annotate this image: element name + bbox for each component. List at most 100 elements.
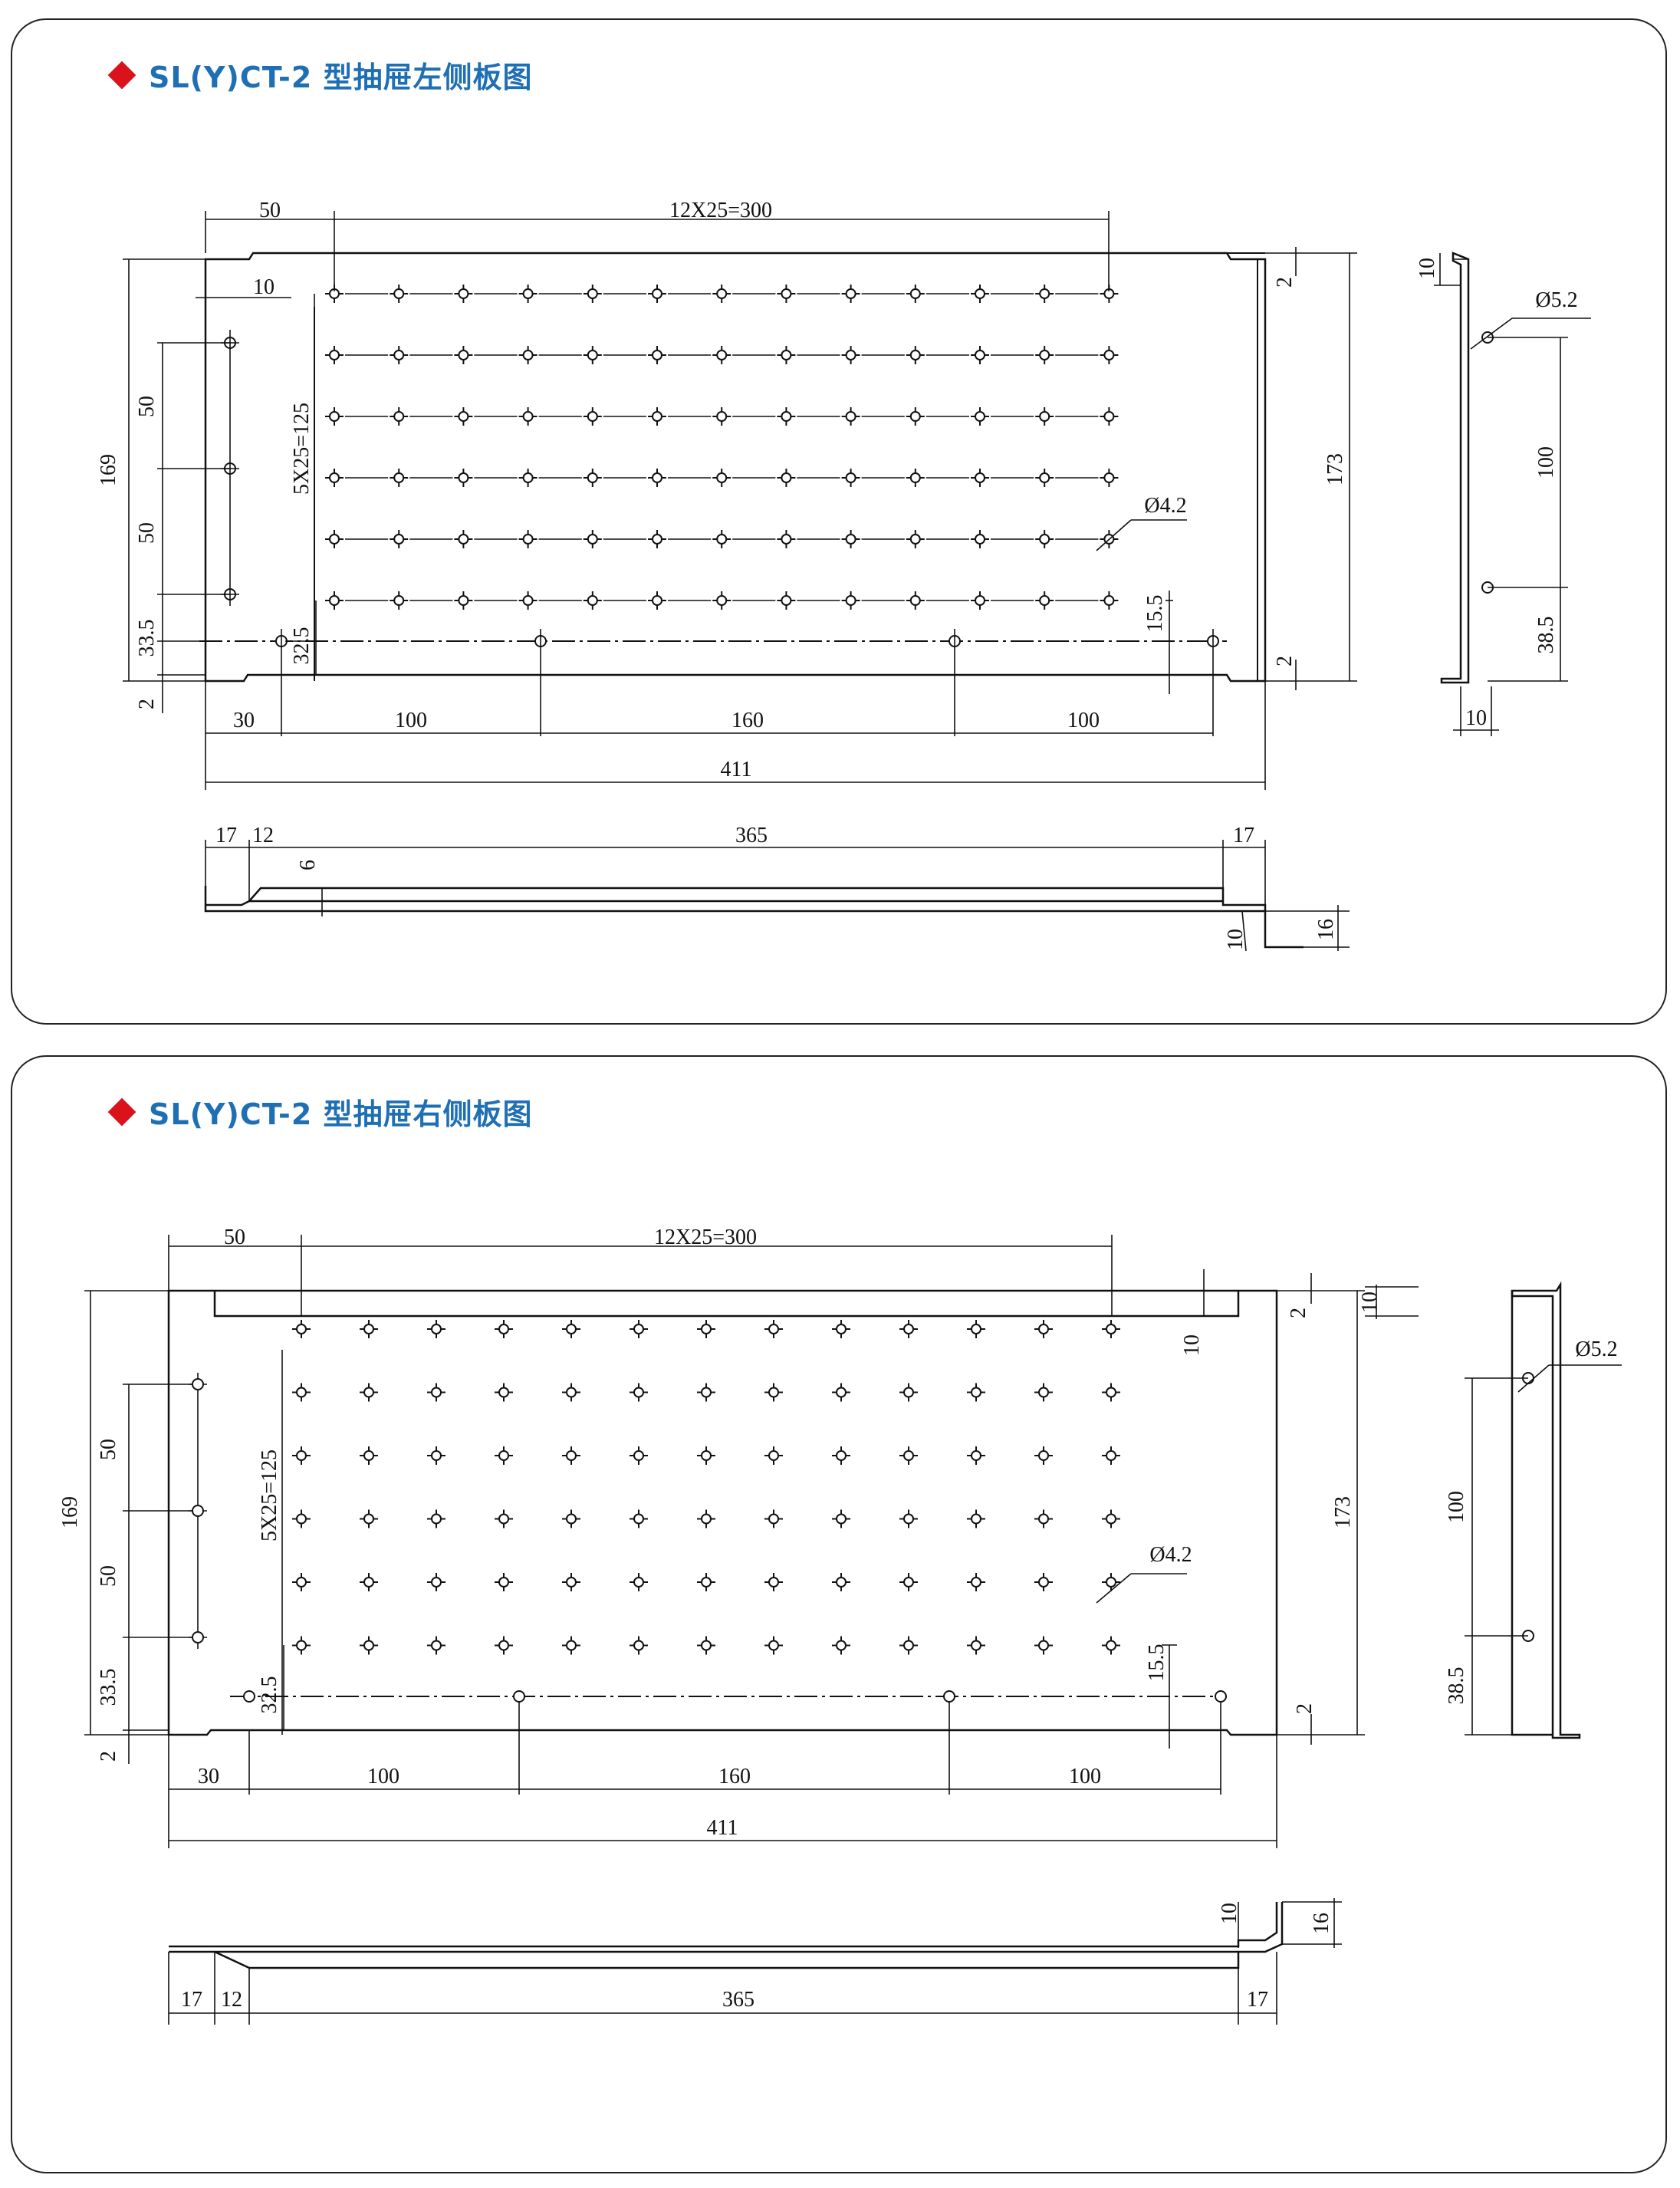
dim-b100b: 100 [1067,709,1100,732]
hole [587,472,598,483]
hole [652,472,662,483]
hole [701,1577,712,1588]
hole [975,288,985,299]
dim-b100a: 100 [367,1765,399,1788]
dim-v50b: 50 [97,1565,120,1587]
dim-p17a: 17 [181,1988,202,2012]
hole [363,1577,374,1588]
side-profile [1511,1281,1581,1739]
dim-h169: 169 [58,1496,82,1528]
hole [363,1324,374,1334]
hole [781,288,792,299]
hole [903,1640,914,1651]
hole [845,472,856,483]
hole [716,411,728,422]
hole [1039,288,1050,299]
hole [431,1513,442,1525]
hole [845,350,856,360]
dim-v32: 32.5 [258,1676,281,1714]
dim-h169: 169 [97,454,120,486]
hole [431,1387,442,1398]
hole [1103,472,1115,483]
dim-r2a: 2 [1287,1308,1310,1318]
hole [393,411,405,422]
dim-p12: 12 [221,1988,242,2012]
dim-r173: 173 [1323,453,1347,485]
dim-v50a: 50 [135,396,159,417]
hole [652,534,662,545]
hole [701,1387,712,1398]
dim-v50b: 50 [135,522,159,544]
hole [1039,595,1050,606]
dim-r10b: 10 [1180,1334,1204,1356]
dim-s10: 10 [1415,258,1439,279]
hole [522,534,534,545]
hole [975,350,985,360]
plan-profile [169,1902,1284,1969]
hole [1106,1513,1116,1525]
hole [296,1640,307,1651]
hole [1106,1450,1116,1461]
hole [701,1324,712,1334]
hole [363,1640,374,1651]
hole [1103,595,1115,606]
hole [903,1450,914,1461]
hole [716,534,728,545]
hole [781,472,792,483]
hole [1038,1450,1049,1461]
hole [768,1513,779,1525]
hole [296,1324,307,1334]
hole [566,1577,577,1588]
dim-p365: 365 [735,824,768,847]
dim-hole-4-2: Ø4.2 [1144,494,1186,518]
hole [845,595,856,606]
hole [393,350,405,360]
hole [909,595,921,606]
panel-title: SL(Y)CT-2 型抽屉左侧板图 [107,54,533,96]
hole [971,1324,981,1334]
panel-left-side-plate: SL(Y)CT-2 型抽屉左侧板图 [11,18,1667,1025]
hole [903,1577,914,1588]
dim-r173: 173 [1331,1496,1355,1528]
hole [652,288,662,299]
hole [975,534,985,545]
hole [768,1324,779,1334]
hole [393,288,405,299]
hole [633,1324,644,1334]
dim-r2b: 2 [1273,656,1297,666]
hole [1106,1387,1116,1398]
hole [836,1450,847,1461]
hole [781,595,792,606]
hole [587,288,598,299]
dim-p16: 16 [1314,919,1338,940]
hole [633,1450,644,1461]
panel-right-side-plate: SL(Y)CT-2 型抽屉右侧板图 [11,1055,1667,2173]
hole [1106,1640,1116,1651]
hole [458,411,469,422]
hole [909,534,921,545]
hole [903,1324,914,1334]
hole [909,472,921,483]
hole [768,1387,779,1398]
hole [363,1450,374,1461]
hole [768,1577,779,1588]
hole [329,411,340,422]
hole [781,534,792,545]
dim-p17a: 17 [215,824,237,847]
hole [329,595,340,606]
hole [587,411,598,422]
hole [1038,1513,1049,1525]
hole [1103,350,1115,360]
hole [587,350,598,360]
hole [329,534,340,545]
hole [431,1640,442,1651]
hole [701,1450,712,1461]
hole [652,411,662,422]
dim-v33: 33.5 [97,1669,120,1706]
hole [329,472,340,483]
hole [975,472,985,483]
hole [522,350,534,360]
dim-v2: 2 [97,1751,120,1762]
dim-v33: 33.5 [135,620,159,657]
